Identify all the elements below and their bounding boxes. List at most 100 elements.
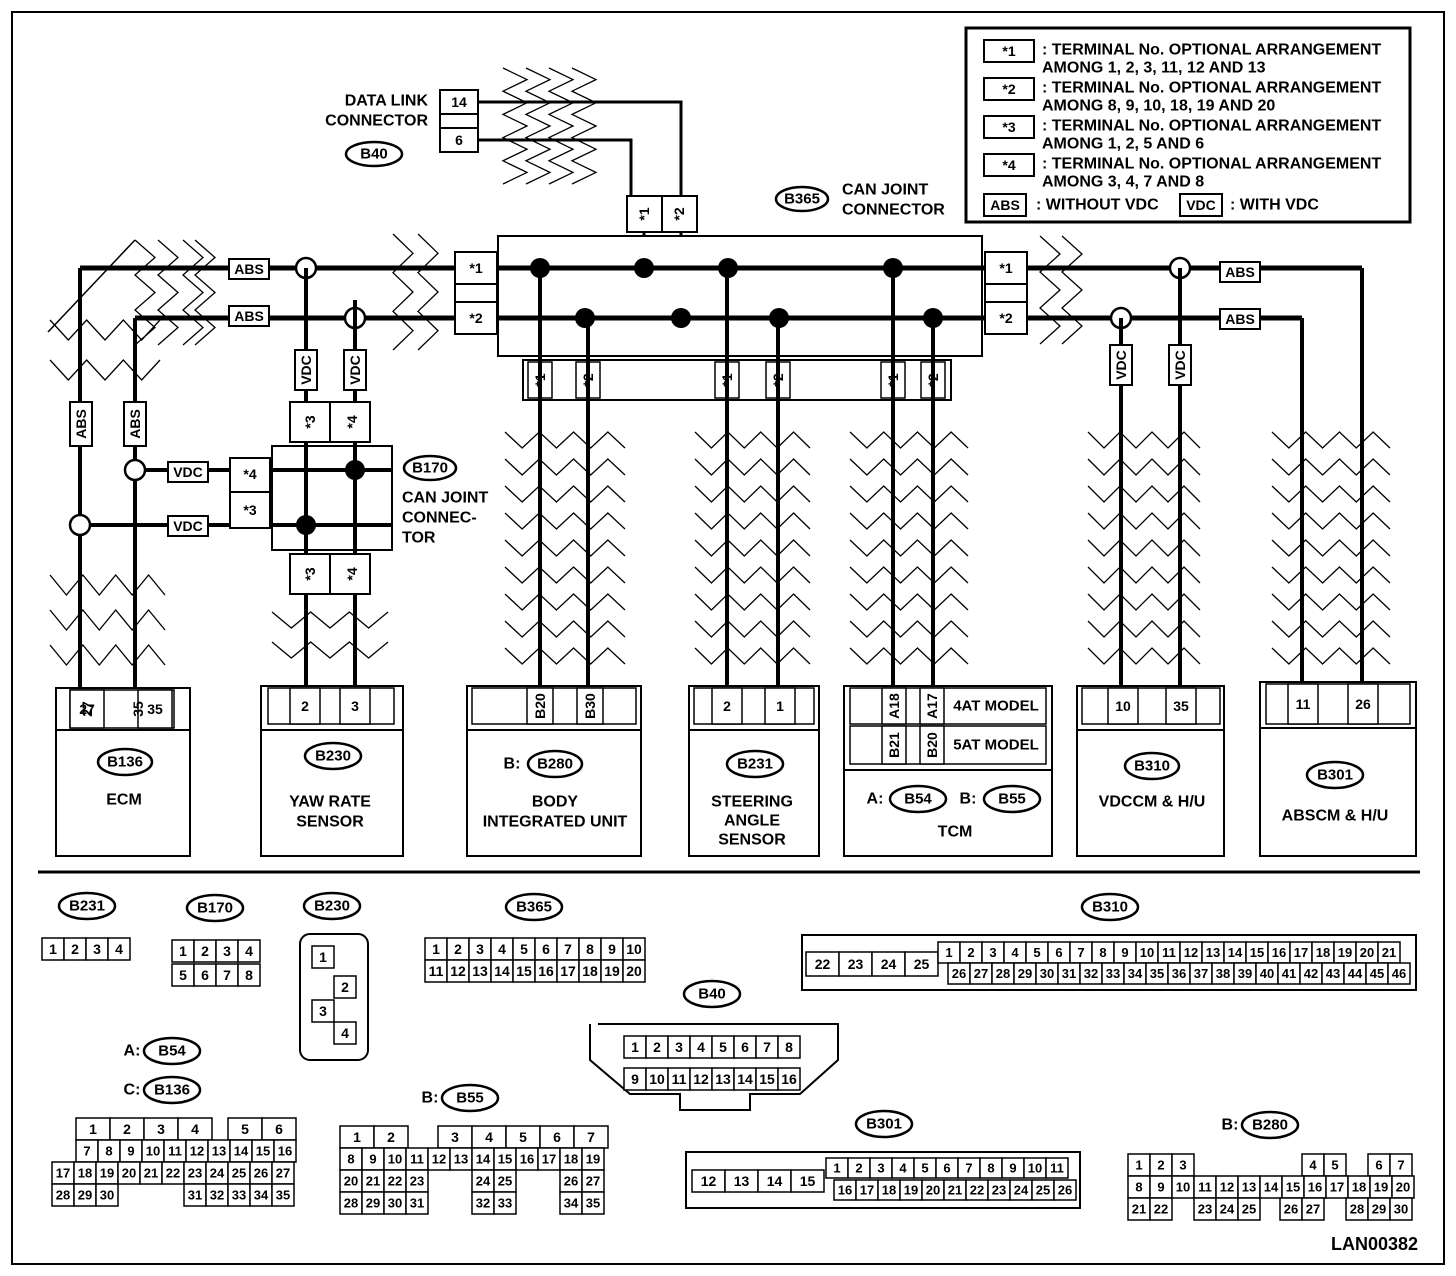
twisted-pair-marker [1271,512,1391,530]
b310-pin: 16 [1272,945,1286,960]
b365-pin: 4 [498,941,506,957]
dlc-twist [547,67,575,185]
ecm-cell [137,689,173,729]
b310-pin: 18 [1316,945,1330,960]
legend-line: AMONG 8, 9, 10, 18, 19 AND 20 [1042,98,1275,115]
pin-tag: *2 [469,310,482,326]
b310-pin: 4 [1011,945,1019,960]
sas-id-text: B231 [737,756,773,773]
b170-pin: 8 [245,967,253,983]
b365-pin: 2 [454,941,462,957]
b365-title: CONNECTOR [842,202,945,219]
legend-code-text: *3 [1002,119,1015,135]
twisted-pair-marker [1087,620,1201,638]
b40-pin: 5 [719,1039,727,1055]
b136-pin: 27 [276,1166,290,1181]
b301-pin: 23 [992,1183,1006,1198]
twisted-pair-marker [849,593,969,611]
b55-pin: 11 [410,1152,424,1167]
b136-pin: 21 [144,1166,158,1181]
b301-pin: 9 [1009,1161,1016,1176]
b136-pin: 19 [100,1166,114,1181]
twisted-pair-marker [271,611,389,629]
b230-cell [311,999,335,1023]
b310-cell [871,951,906,977]
legend-code [983,115,1035,139]
b280-pin: 12 [1220,1180,1234,1195]
bus-twist [157,239,179,346]
biu-name: INTEGRATED UNIT [483,814,628,831]
b231-pin: 2 [71,941,79,957]
legend-code [983,39,1035,63]
b301-pin: 25 [1036,1183,1050,1198]
b310-pin: 9 [1121,945,1128,960]
b40-pin: 7 [763,1039,771,1055]
b55-pin: 15 [498,1152,512,1167]
pin-tag: *4 [344,567,360,580]
b280-pin: 5 [1331,1158,1338,1173]
b55-pin: 32 [476,1196,490,1211]
pin-tag: *3 [243,502,256,518]
b136-pin: 24 [210,1166,225,1181]
b310-pin: 3 [989,945,996,960]
b301-pin: 15 [800,1173,816,1189]
b40-face-id-text: B40 [698,986,726,1003]
legend-code [983,153,1035,177]
b310-pin: 24 [881,956,897,972]
b40-pin: 1 [631,1039,639,1055]
b231-cell [107,937,131,961]
twisted-pair-marker [849,539,969,557]
dlc-twist [570,67,598,185]
vdccm-pin: 10 [1115,698,1131,714]
abscm-cell [1347,683,1379,725]
pin-tag: *3 [302,567,318,580]
b170-pin: 5 [179,967,187,983]
b310-pin: 44 [1348,966,1363,981]
legend-line: AMONG 3, 4, 7 AND 8 [1042,174,1204,191]
box [881,725,907,765]
pin-tag: *4 [243,466,256,482]
b170-cell [237,939,261,963]
b54-prefix: A: [124,1043,141,1060]
box [576,687,604,725]
b230-pin: 3 [319,1003,327,1019]
b301-pin: 11 [1050,1161,1064,1176]
twisted-pair-marker [49,319,161,341]
vdccm-id-text: B310 [1134,758,1170,775]
vdccm-cell [1165,687,1197,725]
b310-pin: 22 [815,956,831,972]
b365-title: CAN JOINT [842,182,928,199]
b280-pin: 28 [1350,1202,1364,1217]
ecm-pin: 35 [147,701,163,717]
b280-pin: 30 [1394,1202,1408,1217]
b310-pin: 8 [1099,945,1106,960]
b365-pin: 16 [538,963,554,979]
b136-pin: 17 [56,1166,70,1181]
b280-pin: 1 [1135,1158,1142,1173]
b310-pin: 33 [1106,966,1120,981]
b365-pin: 9 [608,941,616,957]
tcm-model: 5AT MODEL [953,737,1039,754]
b310-pin: 19 [1338,945,1352,960]
box [919,687,945,725]
vdc-tag [343,349,367,391]
vdc-tag [1168,344,1192,386]
b310-pin: 38 [1216,966,1230,981]
diag-line [47,239,136,333]
b55-pin: 19 [586,1152,600,1167]
b301-pin: 19 [904,1183,918,1198]
twisted-pair-marker [504,539,626,557]
b301-pin: 20 [926,1183,940,1198]
biu-id-text: B280 [537,756,573,773]
tcm-id-b-text: B55 [998,791,1026,808]
twisted-pair-marker [1087,566,1201,584]
dlc-box [439,89,479,153]
b310-pin: 20 [1360,945,1374,960]
b365-body [497,235,983,357]
b55-pin: 3 [451,1129,459,1145]
b170-face-id [185,893,245,923]
b170-pin: 2 [201,943,209,959]
dlc-id-text: B40 [360,146,388,163]
b301-pin: 17 [860,1183,874,1198]
legend-line: AMONG 1, 2, 3, 11, 12 AND 13 [1042,60,1266,77]
